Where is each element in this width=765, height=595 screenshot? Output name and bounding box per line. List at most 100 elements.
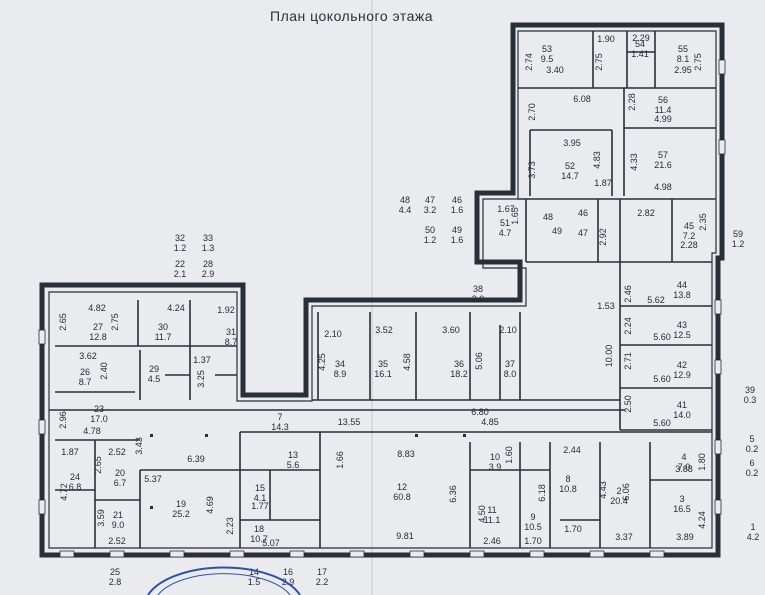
- room-number: 37: [505, 359, 515, 369]
- outside-label-area: 1.3: [202, 243, 215, 253]
- dimension-label: 5.37: [144, 474, 162, 484]
- dimension-label: 2.10: [499, 325, 517, 335]
- dimension-label: 3.88: [675, 464, 693, 474]
- room-number: 49: [552, 226, 562, 236]
- dimension-label: 2.24: [623, 317, 633, 335]
- dimension-label: 4.72: [59, 483, 69, 501]
- room-area: 4.7: [499, 228, 512, 238]
- room-area: 12.5: [673, 330, 691, 340]
- dimension-label: 5.60: [653, 374, 671, 384]
- dimension-label: 2.71: [623, 352, 633, 370]
- dimension-label: 2.46: [483, 536, 501, 546]
- dimension-label: 4.33: [629, 153, 639, 171]
- room-area: 11.4: [655, 105, 672, 115]
- dimension-label: 6.08: [573, 94, 591, 104]
- room-area: 10.7: [250, 534, 268, 544]
- outside-label-number: 50: [425, 225, 435, 235]
- room-number: 47: [578, 228, 588, 238]
- room-number: 55: [678, 44, 688, 54]
- outside-label-number: 6: [749, 458, 754, 468]
- dimension-label: 1.92: [217, 305, 235, 315]
- room-area: 4.1: [254, 493, 267, 503]
- outside-label-number: 38: [473, 284, 483, 294]
- room-area: 11.7: [155, 332, 172, 342]
- room-area: 3.9: [489, 462, 502, 472]
- dimension-label: 3.95: [563, 138, 581, 148]
- outside-label-number: 49: [452, 225, 462, 235]
- dimension-label: 3.62: [79, 351, 97, 361]
- outside-label-area: 1.2: [732, 239, 745, 249]
- dimension-label: 5.06: [474, 352, 484, 370]
- room-area: 14.7: [561, 171, 579, 181]
- dimension-label: 2.92: [598, 228, 608, 246]
- room-area: 20.4: [610, 496, 628, 506]
- dimension-label: 2.28: [627, 93, 637, 111]
- dimension-label: 1.60: [504, 446, 514, 464]
- room-number: 48: [543, 212, 553, 222]
- room-number: 12: [397, 482, 407, 492]
- room-area: 13.8: [673, 290, 691, 300]
- room-area: 14.0: [673, 410, 691, 420]
- dimension-label: 1.65: [510, 207, 520, 225]
- dimension-label: 2.29: [632, 33, 650, 43]
- dimension-label: 1.80: [697, 453, 707, 471]
- dimension-label: 4.69: [205, 496, 215, 514]
- room-area: 9.0: [112, 520, 125, 530]
- room-number: 27: [93, 322, 103, 332]
- room-area: 25.2: [172, 509, 190, 519]
- room-number: 31: [226, 327, 236, 337]
- room-area: 9.5: [541, 54, 554, 64]
- room-number: 43: [677, 320, 687, 330]
- room-area: 17.0: [90, 414, 108, 424]
- room-number: 18: [254, 524, 264, 534]
- outside-label-area: 4.2: [747, 532, 760, 542]
- room-area: 7.2: [683, 231, 696, 241]
- outside-label-number: 59: [733, 229, 743, 239]
- outside-label-area: 4.4: [399, 205, 412, 215]
- dimension-label: 3.73: [527, 161, 537, 179]
- room-area: 14.3: [271, 422, 289, 432]
- dimension-label: 2.65: [58, 313, 68, 331]
- dimension-label: 4.25: [317, 353, 327, 371]
- room-number: 19: [176, 499, 186, 509]
- dimension-label: 3.25: [196, 370, 206, 388]
- dimension-label: 6.80: [471, 407, 489, 417]
- outside-label-area: 2.9: [202, 269, 215, 279]
- room-number: 34: [335, 359, 345, 369]
- room-number: 45: [684, 221, 694, 231]
- outside-label-number: 14: [249, 567, 259, 577]
- outside-label-number: 5: [749, 434, 754, 444]
- dimension-label: 8.83: [397, 449, 415, 459]
- dimension-label: 2.46: [623, 285, 633, 303]
- official-stamp: [147, 566, 301, 595]
- dimension-label: 1.70: [524, 536, 542, 546]
- room-number: 46: [578, 208, 588, 218]
- dimension-label: 1.67: [497, 204, 515, 214]
- interior-walls: [49, 31, 716, 548]
- dimension-label: 2.75: [594, 53, 604, 71]
- dimension-label: 4.99: [654, 114, 672, 124]
- outside-label-number: 47: [425, 195, 435, 205]
- dimension-label: 3.59: [96, 509, 106, 527]
- room-number: 29: [149, 364, 159, 374]
- outside-label-area: 1.6: [451, 205, 464, 215]
- outside-label-number: 28: [203, 259, 213, 269]
- dimension-label: 1.87: [594, 178, 612, 188]
- room-number: 21: [113, 510, 123, 520]
- dimension-label: 2.82: [637, 208, 655, 218]
- room-number: 35: [378, 359, 388, 369]
- dimension-label: 3.40: [546, 65, 564, 75]
- room-number: 15: [255, 483, 265, 493]
- outer-wall: [39, 22, 725, 558]
- room-number: 41: [677, 400, 687, 410]
- dimension-label: 4.83: [592, 151, 602, 169]
- outside-label-number: 22: [175, 259, 185, 269]
- dimension-label: 2.52: [108, 536, 126, 546]
- outside-label-number: 48: [400, 195, 410, 205]
- dimension-label: 4.82: [88, 303, 106, 313]
- dimension-label: 6.36: [448, 485, 458, 503]
- outside-label-area: 2.0: [472, 294, 485, 304]
- dimension-label: 4.85: [481, 417, 499, 427]
